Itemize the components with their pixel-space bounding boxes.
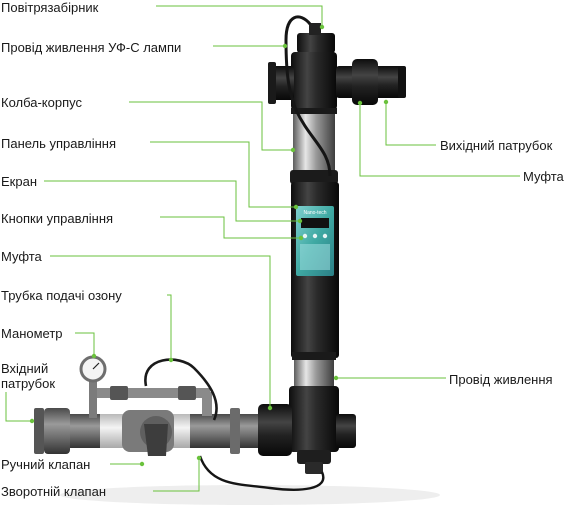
floor-shadow bbox=[60, 485, 440, 505]
leader-inlet bbox=[5, 392, 32, 422]
dot-manual-valve bbox=[139, 461, 145, 467]
dot-control-panel bbox=[293, 204, 299, 210]
dot-coupling-right bbox=[357, 100, 363, 106]
dot-housing-flask bbox=[290, 147, 296, 153]
dot-inlet bbox=[29, 418, 35, 424]
label-power-cable: Провід живлення bbox=[449, 372, 553, 387]
leader-coupling-left bbox=[50, 255, 271, 408]
label-control-buttons: Кнопки управління bbox=[1, 211, 114, 226]
leader-control-buttons bbox=[160, 216, 301, 239]
leader-air-intake bbox=[156, 5, 323, 27]
leader-pressure-gauge bbox=[75, 332, 95, 356]
bottom-housing bbox=[289, 386, 339, 452]
uv-lamp-cable bbox=[284, 15, 332, 177]
top-housing bbox=[291, 52, 337, 110]
panel-brand: Nano-tech bbox=[303, 210, 326, 216]
leader-check-valve bbox=[153, 458, 200, 492]
label-ozone-tube: Трубка подачі озону bbox=[1, 288, 122, 303]
dot-power-cable bbox=[333, 375, 339, 381]
outlet-coupling bbox=[352, 59, 378, 105]
dot-check-valve bbox=[196, 455, 202, 461]
dot-ozone-tube bbox=[168, 357, 174, 363]
panel-screen bbox=[301, 218, 329, 228]
label-outlet: Вихідний патрубок bbox=[440, 138, 553, 153]
dot-uv-lamp-power bbox=[282, 43, 288, 49]
leader-control-panel bbox=[150, 141, 296, 208]
dot-air-intake bbox=[319, 24, 325, 30]
leader-ozone-tube bbox=[167, 294, 172, 360]
label-manual-valve: Ручний клапан bbox=[1, 457, 91, 472]
label-coupling-right: Муфта bbox=[523, 169, 564, 184]
power-cable bbox=[198, 455, 325, 491]
leader-coupling-right bbox=[359, 103, 520, 177]
dot-screen bbox=[297, 218, 303, 224]
label-check-valve: Зворотній клапан bbox=[1, 484, 107, 499]
label-control-panel: Панель управління bbox=[1, 136, 117, 151]
top-cap bbox=[297, 33, 335, 53]
leader-housing-flask bbox=[129, 101, 293, 151]
label-housing-flask: Колба-корпус bbox=[1, 95, 82, 110]
dot-coupling-left bbox=[267, 405, 273, 411]
label-inlet-line1: Вхідний bbox=[1, 361, 49, 376]
label-inlet-line2: патрубок bbox=[1, 376, 56, 391]
label-pressure-gauge: Манометр bbox=[1, 326, 63, 341]
label-coupling-left: Муфта bbox=[1, 249, 42, 264]
dot-pressure-gauge bbox=[91, 353, 97, 359]
leader-outlet bbox=[385, 102, 436, 146]
label-screen: Екран bbox=[1, 174, 37, 189]
label-air-intake: Повітрязабірник bbox=[1, 0, 99, 15]
dot-control-buttons bbox=[298, 235, 304, 241]
ozone-tube bbox=[144, 358, 218, 421]
dot-outlet bbox=[383, 99, 389, 105]
leader-screen bbox=[44, 180, 300, 222]
label-uv-lamp-power: Провід живлення УФ-С лампи bbox=[1, 40, 182, 55]
inlet-coupling-right bbox=[258, 404, 292, 456]
